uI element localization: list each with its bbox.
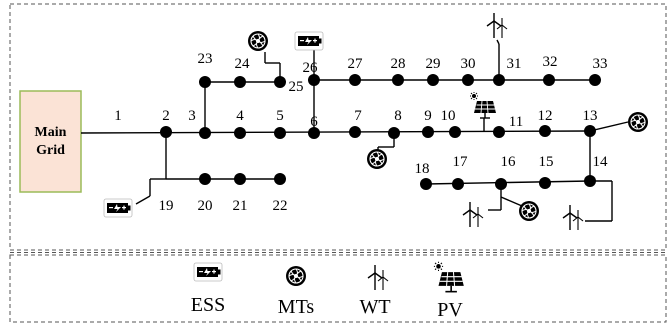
bus-node: [495, 178, 507, 190]
bus-node: [349, 126, 361, 138]
bus-label: 14: [593, 154, 609, 170]
microturbine-icon: [366, 148, 388, 170]
bus-node: [349, 74, 361, 86]
bus-node: [274, 76, 286, 88]
microturbine-icon: [247, 30, 269, 52]
wind-turbine-icon: [462, 201, 484, 228]
bus-label: 4: [236, 108, 244, 124]
main-grid-label-1: Main: [35, 125, 67, 140]
microturbine-icon: [627, 111, 649, 133]
microturbine-icon: [518, 200, 540, 222]
bus-node: [199, 127, 211, 139]
bus-node: [462, 74, 474, 86]
bus-node: [308, 74, 320, 86]
legend-ess-label: ESS: [191, 294, 225, 316]
bus-node: [493, 126, 505, 138]
battery-icon: [103, 198, 133, 218]
bus-node: [452, 178, 464, 190]
bus-label: 19: [159, 198, 174, 214]
bus-node: [199, 76, 211, 88]
bus-label: 22: [273, 198, 288, 214]
bus-node: [274, 173, 286, 185]
bus-node: [543, 74, 555, 86]
bus-node: [427, 74, 439, 86]
bus-node: [493, 74, 505, 86]
bus-node: [422, 126, 434, 138]
wind-turbine-icon: [562, 204, 584, 231]
bus-label: 32: [543, 54, 558, 70]
bus-label: 8: [394, 108, 402, 124]
bus-node: [392, 74, 404, 86]
bus-label: 24: [235, 56, 251, 72]
bus-node: [539, 177, 551, 189]
bus-label: 15: [539, 154, 554, 170]
bus-label: 21: [233, 198, 248, 214]
bus-label: 2: [162, 108, 170, 124]
bus-label: 5: [276, 108, 284, 124]
bus-label: 1: [114, 108, 122, 124]
bus-node: [160, 126, 172, 138]
bus-nodes: [160, 74, 601, 190]
legend-wt-label: WT: [359, 296, 390, 318]
bus-node: [388, 127, 400, 139]
network-panel-border: [9, 3, 667, 251]
bus-label: 27: [348, 56, 364, 72]
bus-label: 26: [303, 60, 319, 76]
bus-label: 25: [289, 79, 304, 95]
bus-label: 10: [441, 108, 456, 124]
legend-pv-label: PV: [437, 299, 463, 321]
solar-panel-icon: [433, 260, 465, 293]
bus-label: 6: [310, 114, 318, 130]
bus-label: 30: [461, 56, 476, 72]
bus-node: [584, 125, 596, 137]
bus-node: [584, 175, 596, 187]
bus-label: 31: [507, 56, 522, 72]
main-grid-box: [19, 90, 82, 193]
main-grid-label-2: Grid: [36, 143, 65, 158]
bus-node: [234, 76, 246, 88]
battery-icon: [193, 262, 223, 282]
bus-label: 13: [583, 108, 598, 124]
legend-panel-border: [9, 254, 667, 323]
battery-icon: [294, 31, 324, 51]
solar-panel-icon: [469, 91, 497, 119]
bus-node: [274, 127, 286, 139]
bus-label: 23: [198, 51, 213, 67]
bus-node: [234, 173, 246, 185]
bus-node: [234, 127, 246, 139]
bus-node: [449, 126, 461, 138]
bus-label: 29: [426, 56, 441, 72]
wind-turbine-icon: [367, 264, 389, 291]
bus-label: 18: [415, 161, 430, 177]
bus-label: 28: [391, 56, 406, 72]
bus-label: 7: [354, 108, 362, 124]
bus-label: 16: [501, 154, 517, 170]
bus-node: [420, 178, 432, 190]
bus-label: 9: [424, 108, 432, 124]
bus-node: [539, 125, 551, 137]
legend-mts-label: MTs: [278, 296, 315, 318]
bus-label: 11: [509, 114, 523, 130]
bus-node: [308, 127, 320, 139]
bus-label: 33: [593, 56, 608, 72]
bus-label: 3: [188, 108, 196, 124]
microturbine-icon: [285, 265, 307, 287]
bus-label: 20: [198, 198, 213, 214]
bus-label: 17: [453, 154, 469, 170]
wind-turbine-icon: [486, 12, 508, 39]
bus-label: 12: [538, 108, 553, 124]
legend: ESS MTs WT PV: [191, 260, 465, 321]
bus-node: [199, 173, 211, 185]
bus-node: [589, 74, 601, 86]
